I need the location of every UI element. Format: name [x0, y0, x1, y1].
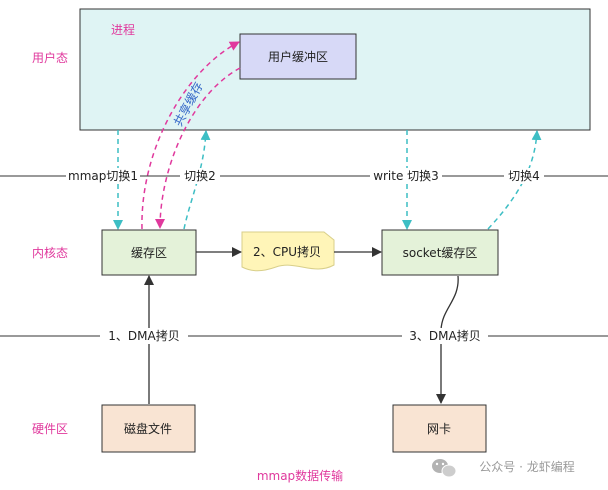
disk-file-label: 磁盘文件 [124, 421, 172, 436]
cpu-copy-note [241, 231, 335, 272]
switch4-label: 切换4 [508, 169, 540, 183]
dma-copy1-label: 1、DMA拷贝 [108, 328, 179, 343]
disk-file-box [101, 404, 196, 453]
cache-label: 缓存区 [131, 246, 167, 260]
wechat-icon [432, 459, 457, 478]
cache-box [101, 229, 197, 276]
zone-label-kernel: 内核态 [32, 246, 68, 260]
write-switch3-label: write 切换3 [373, 169, 439, 183]
mmap-switch1-label: mmap切换1 [68, 169, 138, 183]
diagram-caption: mmap数据传输 [257, 468, 343, 483]
switch2-label: 切换2 [184, 169, 216, 183]
socket-buffer-box [381, 229, 499, 276]
shared-cache-arrow-up [141, 41, 240, 230]
process-label: 进程 [111, 22, 135, 37]
nic-label: 网卡 [427, 422, 451, 436]
socket-buffer-label: socket缓存区 [403, 246, 478, 260]
watermark-text: 公众号 · 龙虾编程 [479, 459, 574, 474]
zone-label-user: 用户态 [32, 50, 68, 65]
cpu-copy-label: 2、CPU拷贝 [253, 244, 321, 259]
user-buffer-box [239, 33, 357, 80]
dma-copy3-label: 3、DMA拷贝 [409, 328, 480, 343]
zone-label-hardware: 硬件区 [32, 422, 68, 436]
nic-box [392, 404, 487, 453]
user-buffer-label: 用户缓冲区 [268, 49, 328, 64]
shared-cache-arrow-down [155, 67, 241, 229]
